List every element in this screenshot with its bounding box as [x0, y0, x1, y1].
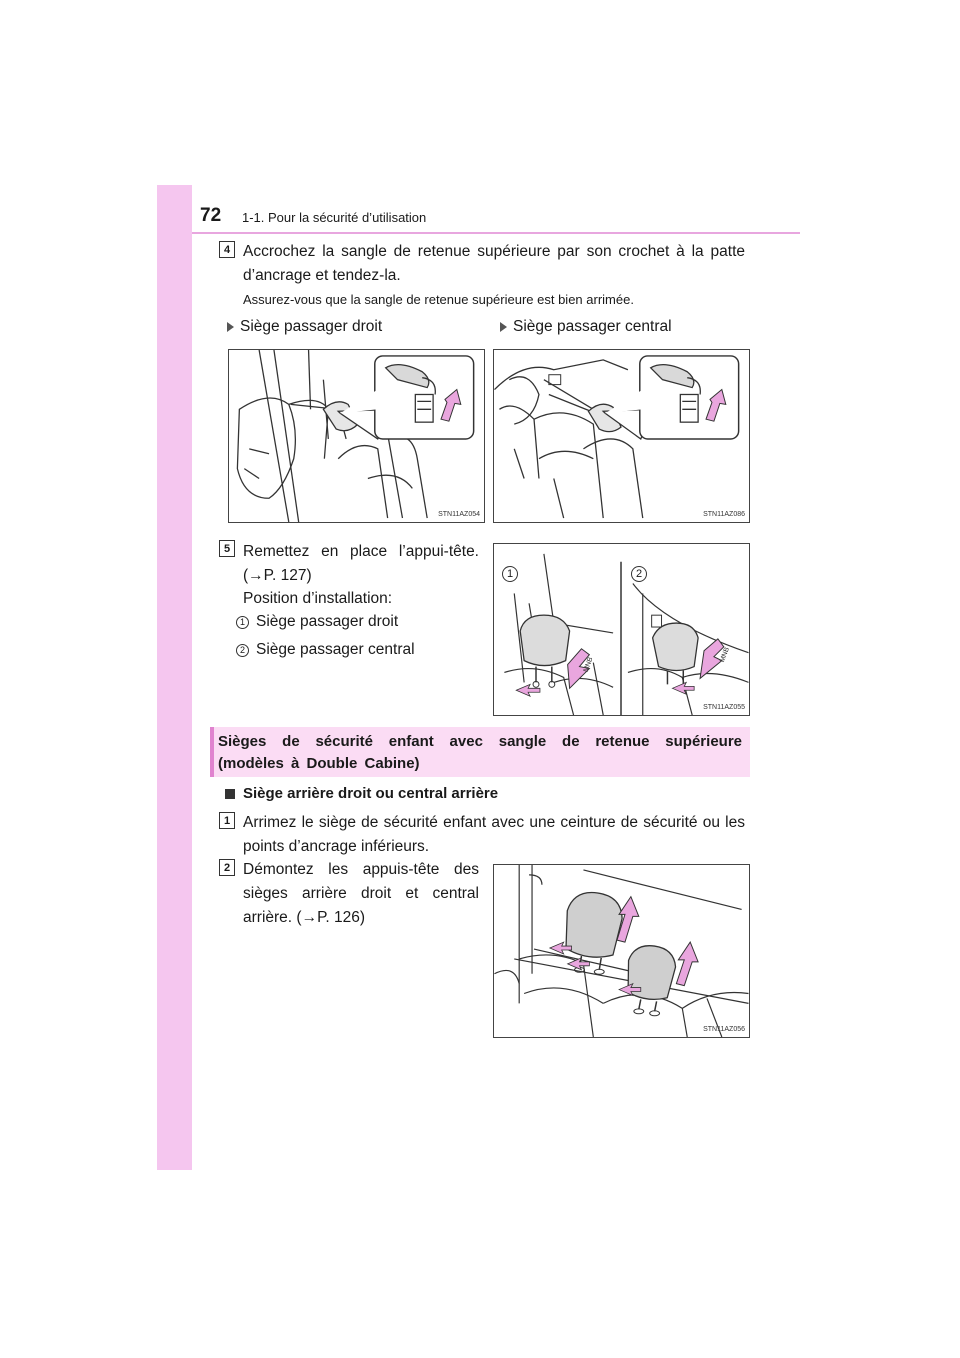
square-bullet-icon — [225, 788, 235, 799]
chapter-sidebar-tab — [157, 185, 192, 1170]
step-5-text: Remettez en place l’appui-tête. (→P. 127… — [243, 543, 479, 584]
svg-text:MNB: MNB — [583, 656, 595, 673]
figure-right-seat-tether: STN11AZ054 — [228, 349, 485, 523]
triangle-bullet-icon — [227, 322, 234, 332]
figure-center-seat-tether: STN11AZ086 — [493, 349, 750, 523]
svg-text:MNB: MNB — [719, 646, 731, 663]
position-list: 1 Siège passager droit 2 Siège passager … — [236, 608, 415, 664]
subsection-heading: Siège arrière droit ou central arrière — [225, 785, 498, 802]
triangle-bullet-icon — [500, 322, 507, 332]
step-4-note: Assurez-vous que la sangle de retenue su… — [243, 292, 634, 307]
step-2-badge: 2 — [219, 859, 235, 876]
figure-code: STN11AZ086 — [703, 511, 745, 518]
figure-code: STN11AZ054 — [438, 511, 480, 518]
remove-headrests-illustration — [494, 865, 749, 1037]
label-center-seat-text: Siège passager central — [513, 318, 672, 335]
label-center-seat: Siège passager central — [500, 318, 672, 336]
circled-number-icon: 2 — [236, 643, 249, 657]
seat-tether-illustration — [236, 350, 475, 522]
figure-marker-2: 2 — [631, 566, 647, 582]
figure-code: STN11AZ056 — [703, 1026, 745, 1033]
position-title: Position d’installation: — [243, 590, 393, 607]
step-5-badge: 5 — [219, 540, 235, 557]
circled-number-icon: 1 — [236, 615, 249, 629]
step-1-badge: 1 — [219, 812, 235, 829]
step-2-text: Démontez les appuis-tête des sièges arri… — [243, 861, 479, 926]
step-4-badge: 4 — [219, 241, 235, 258]
position-item-1: 1 Siège passager droit — [236, 608, 415, 636]
step-1-text: Arrimez le siège de sécurité enfant avec… — [243, 814, 745, 855]
seat-tether-illustration — [494, 355, 740, 519]
figure-headrest-install: MNB MNB 1 2 STN11AZ055 — [493, 543, 750, 716]
figure-marker-1: 1 — [502, 566, 518, 582]
header-rule — [192, 232, 800, 234]
figure-remove-headrests: STN11AZ056 — [493, 864, 750, 1038]
page-number: 72 — [200, 205, 222, 226]
section-title: 1-1. Pour la sécurité d’utilisation — [242, 210, 427, 225]
headrest-install-illustration: MNB MNB — [504, 553, 749, 715]
label-right-seat: Siège passager droit — [227, 318, 382, 336]
step-4-text: Accrochez la sangle de retenue supérieur… — [243, 243, 745, 284]
label-right-seat-text: Siège passager droit — [240, 318, 383, 335]
position-label: Siège passager droit — [256, 613, 399, 630]
figure-code: STN11AZ055 — [703, 704, 745, 711]
section-banner: Sièges de sécurité enfant avec sangle de… — [210, 727, 750, 777]
position-label: Siège passager central — [256, 641, 415, 658]
banner-title: Sièges de sécurité enfant avec sangle de… — [218, 733, 742, 772]
position-item-2: 2 Siège passager central — [236, 636, 415, 664]
subsection-title: Siège arrière droit ou central arrière — [243, 785, 499, 802]
